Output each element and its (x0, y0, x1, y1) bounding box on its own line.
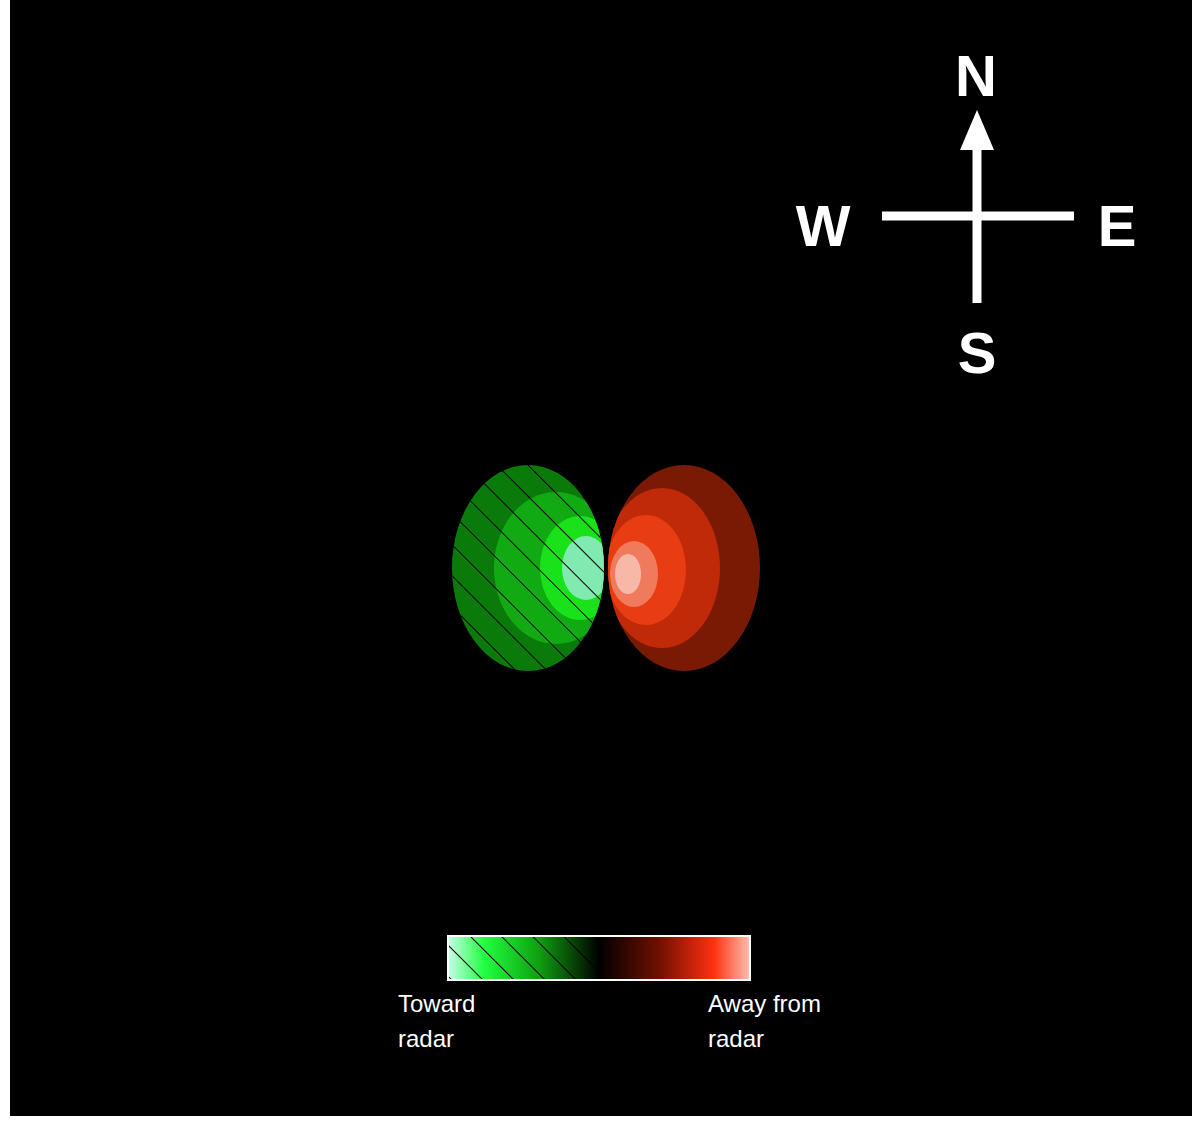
compass-west: W (796, 197, 851, 255)
background (10, 0, 1192, 1116)
velocity-color-bar (448, 936, 750, 980)
compass-rose (882, 110, 1074, 303)
inbound-velocity-lobe (440, 450, 620, 690)
compass-east: E (1098, 197, 1137, 255)
scale-label: Toward radar (398, 987, 518, 1057)
compass-south: S (958, 324, 997, 382)
compass-north: N (955, 47, 997, 105)
scale-label: Away from radar (708, 987, 868, 1057)
outbound-velocity-lobe (604, 465, 760, 671)
